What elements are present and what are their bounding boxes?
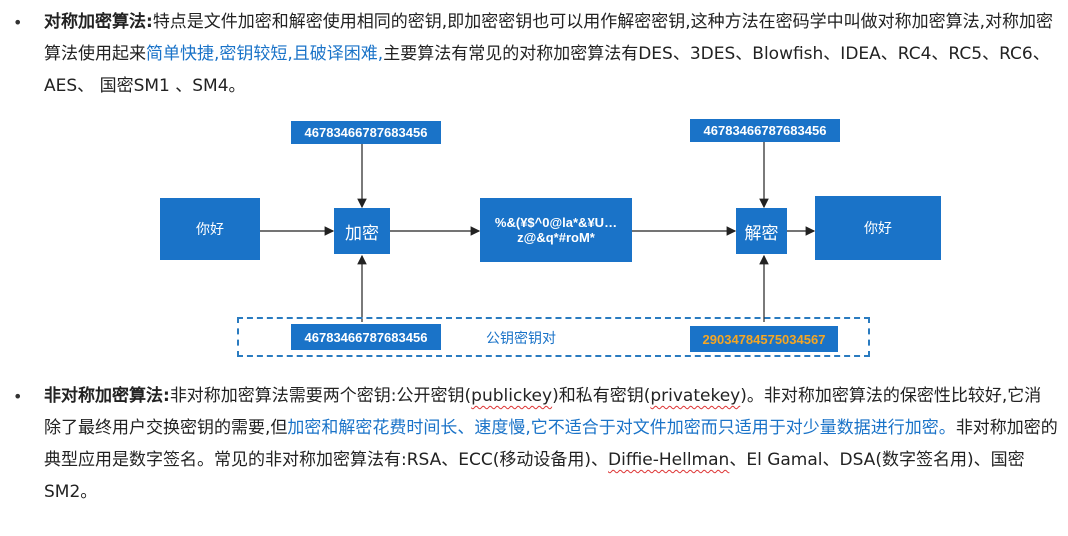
decrypt-box: 解密: [736, 208, 787, 254]
asymmetric-paragraph: 非对称加密算法:非对称加密算法需要两个密钥:公开密钥(publickey)和私有…: [44, 380, 1058, 508]
privatekey-word: privatekey: [650, 386, 741, 406]
plaintext-box-left: 你好: [160, 198, 260, 260]
symmetric-text-b: 主要算法有常见的对称加密算法有DES、3DES、Blowfish、IDEA、RC…: [44, 44, 1050, 96]
bullet-2: •: [13, 387, 23, 406]
asymmetric-text-b: )和私有密钥(: [552, 386, 651, 406]
asymmetric-highlight: 加密和解密花费时间长、速度慢,它不适合于对文件加密而只适用于对少量数据进行加密。: [287, 418, 956, 438]
plaintext-box-right: 你好: [815, 196, 941, 260]
asymmetric-text-d: 非对称加密的典型应用是数字签名。常见的非对称加密算法有:RSA、ECC(移动设备…: [44, 418, 1058, 470]
key-pair-label: 公钥密钥对: [486, 331, 556, 347]
publickey-word: publickey: [471, 386, 553, 406]
symmetric-term: 对称加密算法:: [44, 12, 153, 32]
asymmetric-text-a: 非对称加密算法需要两个密钥:公开密钥(: [169, 386, 472, 406]
cipher-line-2: z@&q*#roM*: [517, 230, 595, 245]
bullet-1: •: [13, 13, 23, 32]
asymmetric-text-c: )。非对称加密算法的保密性比较好,它消除了最终用户交换密钥的需要,但: [44, 386, 1042, 438]
cipher-line-1: %&(¥$^0@la*&¥U…: [494, 215, 618, 230]
encrypt-box: 加密: [334, 208, 390, 254]
key-top-right: 46783466787683456: [690, 119, 840, 142]
symmetric-highlight: 简单快捷,密钥较短,且破译困难,: [146, 44, 384, 64]
key-pair-frame: [237, 317, 870, 357]
diffie-hellman-word: Diffie-Hellman: [608, 450, 730, 470]
symmetric-paragraph: 对称加密算法:特点是文件加密和解密使用相同的密钥,即加密密钥也可以用作解密密钥,…: [44, 6, 1058, 102]
key-bottom-left: 46783466787683456: [291, 324, 441, 350]
asymmetric-term: 非对称加密算法:: [44, 386, 170, 406]
symmetric-text-a: 特点是文件加密和解密使用相同的密钥,即加密密钥也可以用作解密密钥,这种方法在密码…: [44, 12, 1054, 64]
key-bottom-right: 29034784575034567: [690, 326, 838, 352]
asymmetric-text-e: 、El Gamal、DSA(数字签名用)、国密SM2。: [44, 450, 1025, 502]
key-top-left: 46783466787683456: [291, 121, 441, 144]
ciphertext-box: %&(¥$^0@la*&¥U… z@&q*#roM*: [480, 198, 632, 262]
